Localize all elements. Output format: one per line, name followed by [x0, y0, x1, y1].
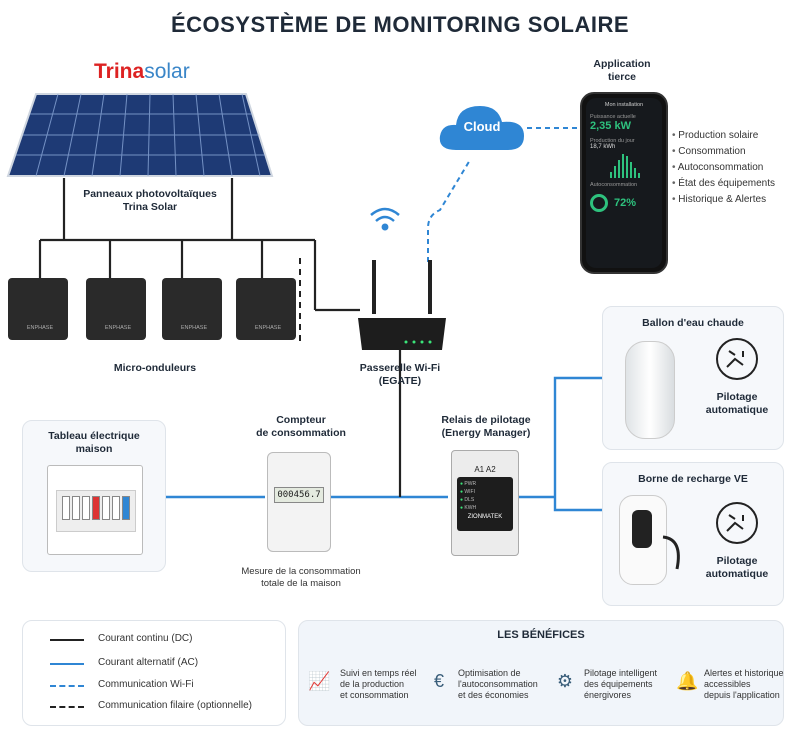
micro-unit-text: ENPHASE [180, 325, 208, 331]
benefits-title: LES BÉNÉFICES [497, 629, 585, 641]
production-chart [610, 154, 640, 178]
legend-dc-line [50, 639, 84, 641]
feature-item: Consommation [672, 144, 775, 160]
feature-item: Autoconsommation [672, 160, 775, 176]
micro-inverter [8, 278, 68, 340]
wifi-icon [370, 207, 400, 231]
micro-inverter [86, 278, 146, 340]
micro-unit-text: ENPHASE [254, 325, 282, 331]
micro-label: Micro-onduleurs [113, 362, 197, 374]
ac-wires [163, 376, 602, 512]
relay-label: Relais de pilotage(Energy Manager) [441, 414, 531, 439]
cloud-label: Cloud [463, 119, 501, 134]
gauge-icon [590, 194, 608, 212]
page-title: ÉCOSYSTÈME DE MONITORING SOLAIRE [170, 12, 630, 37]
relay-face: ● PWR ● WIFI ● DLS ● KWH ZIONMATEK [457, 477, 513, 531]
legend-ac-line [50, 663, 84, 665]
relay-module-icon: A1 A2 ● PWR ● WIFI ● DLS ● KWH ZIONMATEK [451, 450, 519, 556]
meter-display: 000456.7 [274, 487, 324, 503]
ev-charger-icon [619, 495, 667, 585]
switch-icon [716, 502, 758, 544]
legend-ac-label: Courant alternatif (AC) [98, 657, 199, 668]
energy-meter-icon: 000456.7 [267, 452, 331, 552]
relay-terminals: A1 A2 [474, 465, 496, 474]
legend-dc-label: Courant continu (DC) [98, 633, 193, 644]
micro-inverter [162, 278, 222, 340]
micro-inverter [236, 278, 296, 340]
self-label: Autoconsommation [590, 182, 638, 188]
switch-icon [716, 338, 758, 380]
self-value: 72% [614, 197, 637, 209]
wifi-wires [427, 127, 577, 262]
trina-solar-logo: Trinasolar [94, 60, 190, 83]
bell-icon: 🔔 [676, 671, 699, 691]
router-icon [358, 260, 446, 350]
electrical-panel-icon [47, 465, 143, 555]
relay-brand: ZIONMATEK [467, 514, 503, 520]
smartphone: Mon installation Puissance actuelle 2,35… [580, 92, 668, 274]
legend-wifi-line [50, 685, 84, 687]
legend-wired-line [50, 706, 84, 708]
micro-unit-text: ENPHASE [26, 325, 54, 331]
gear-icon: ⚙ [556, 671, 574, 691]
legend-wired-label: Communication filaire (optionnelle) [98, 700, 252, 711]
prod-label: Production du jour [590, 138, 635, 144]
app-screen-title: Mon installation [604, 102, 644, 108]
legend-box [22, 620, 286, 726]
app-features: Production solaire Consommation Autocons… [672, 128, 775, 208]
prod-value: 18,7 kWh [590, 144, 616, 150]
boiler-title: Ballon d'eau chaude [642, 317, 744, 329]
legend-wifi-label: Communication Wi-Fi [98, 679, 194, 690]
cable-icon [662, 535, 680, 570]
water-heater-icon [625, 341, 675, 439]
gateway-label: Passerelle Wi-Fi(EGATE) [359, 362, 441, 387]
power-value: 2,35 kW [590, 120, 631, 132]
feature-item: Production solaire [672, 128, 775, 144]
feature-item: Historique & Alertes [672, 192, 775, 208]
feature-item: État des équipements [672, 176, 775, 192]
benefits-box: LES BÉNÉFICES [298, 620, 784, 726]
micro-unit-text: ENPHASE [104, 325, 132, 331]
cloud-icon [439, 106, 524, 150]
euro-icon: € [433, 671, 444, 691]
dc-wires [38, 178, 360, 312]
chart-icon: 📈 [308, 671, 331, 691]
micro-inverters-group: ENPHASE ENPHASE ENPHASE ENPHASE [8, 278, 298, 344]
app-screen: Mon installation Puissance actuelle 2,35… [586, 98, 662, 268]
solar-panel-icon [6, 93, 274, 177]
power-label: Puissance actuelle [590, 114, 636, 120]
ev-title: Borne de recharge VE [638, 473, 748, 485]
